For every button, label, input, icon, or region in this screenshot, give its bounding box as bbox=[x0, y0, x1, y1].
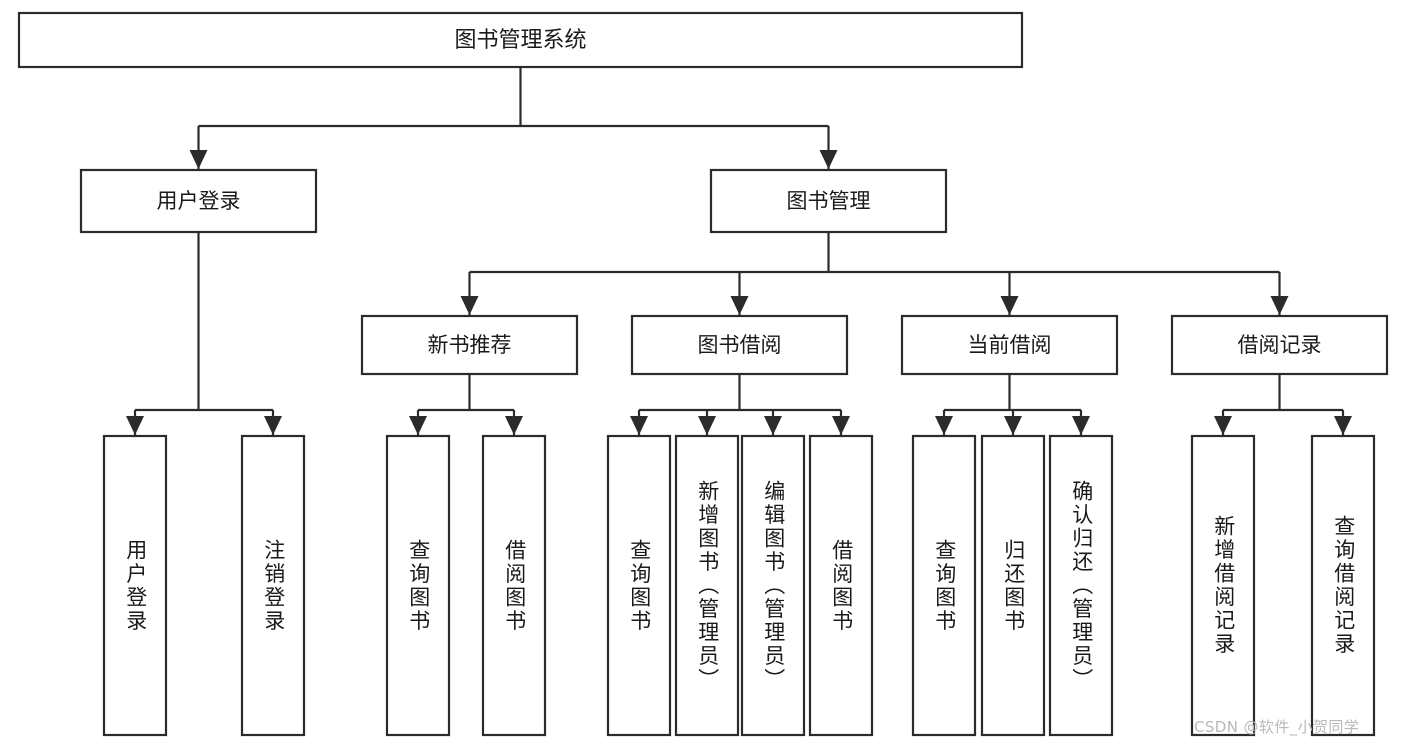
arrow-head-icon bbox=[1214, 416, 1232, 435]
node-level3-label-new-book-recommend: 新书推荐 bbox=[428, 333, 512, 357]
arrow-head-icon bbox=[1072, 416, 1090, 435]
node-leaf-box-leaf-user-login[interactable] bbox=[102, 434, 168, 737]
node-level3-label-current-borrow: 当前借阅 bbox=[968, 333, 1052, 357]
connectors-layer bbox=[126, 67, 1352, 435]
node-level3-box-borrow-record[interactable] bbox=[1170, 314, 1389, 376]
arrow-head-icon bbox=[126, 416, 144, 435]
node-level3-box-current-borrow[interactable] bbox=[900, 314, 1119, 376]
arrow-head-icon bbox=[698, 416, 716, 435]
arrow-head-icon bbox=[1334, 416, 1352, 435]
node-leaf-box-leaf-add-book[interactable] bbox=[674, 434, 740, 737]
node-level3-label-borrow-record: 借阅记录 bbox=[1238, 333, 1322, 357]
node-leaf-box-leaf-query-book-3[interactable] bbox=[911, 434, 977, 737]
node-level2-label-book-manage: 图书管理 bbox=[787, 189, 871, 213]
arrow-head-icon bbox=[460, 296, 479, 315]
arrow-head-icon bbox=[1004, 416, 1022, 435]
arrow-head-icon bbox=[505, 416, 523, 435]
node-leaf-box-leaf-user-logout[interactable] bbox=[240, 434, 306, 737]
node-level3-box-book-borrow[interactable] bbox=[630, 314, 849, 376]
node-level2-label-user-login: 用户登录 bbox=[157, 189, 241, 213]
node-leaf-box-leaf-borrow-book-1[interactable] bbox=[481, 434, 547, 737]
arrow-head-icon bbox=[1000, 296, 1019, 315]
arrow-head-icon bbox=[189, 150, 208, 169]
arrow-head-icon bbox=[1270, 296, 1289, 315]
node-root-box[interactable] bbox=[17, 11, 1024, 69]
node-level3-label-book-borrow: 图书借阅 bbox=[698, 333, 782, 357]
arrow-head-icon bbox=[764, 416, 782, 435]
node-leaf-box-leaf-edit-book[interactable] bbox=[740, 434, 806, 737]
arrow-head-icon bbox=[630, 416, 648, 435]
node-leaf-box-leaf-query-book-2[interactable] bbox=[606, 434, 672, 737]
arrow-head-icon bbox=[935, 416, 953, 435]
node-level2-box-book-manage[interactable] bbox=[709, 168, 948, 234]
node-leaf-box-leaf-add-record[interactable] bbox=[1190, 434, 1256, 737]
node-leaf-box-leaf-confirm-return[interactable] bbox=[1048, 434, 1114, 737]
node-level2-box-user-login[interactable] bbox=[79, 168, 318, 234]
node-leaf-box-leaf-query-record[interactable] bbox=[1310, 434, 1376, 737]
arrow-head-icon bbox=[409, 416, 427, 435]
arrow-head-icon bbox=[730, 296, 749, 315]
node-level3-box-new-book-recommend[interactable] bbox=[360, 314, 579, 376]
node-leaf-box-leaf-query-book-1[interactable] bbox=[385, 434, 451, 737]
csdn-watermark: CSDN @软件_小贺同学 bbox=[1194, 718, 1360, 736]
arrow-head-icon bbox=[832, 416, 850, 435]
arrow-head-icon bbox=[819, 150, 838, 169]
node-root-label: 图书管理系统 bbox=[454, 28, 586, 53]
arrow-head-icon bbox=[264, 416, 282, 435]
node-leaf-box-leaf-borrow-book-2[interactable] bbox=[808, 434, 874, 737]
node-leaf-box-leaf-return-book[interactable] bbox=[980, 434, 1046, 737]
